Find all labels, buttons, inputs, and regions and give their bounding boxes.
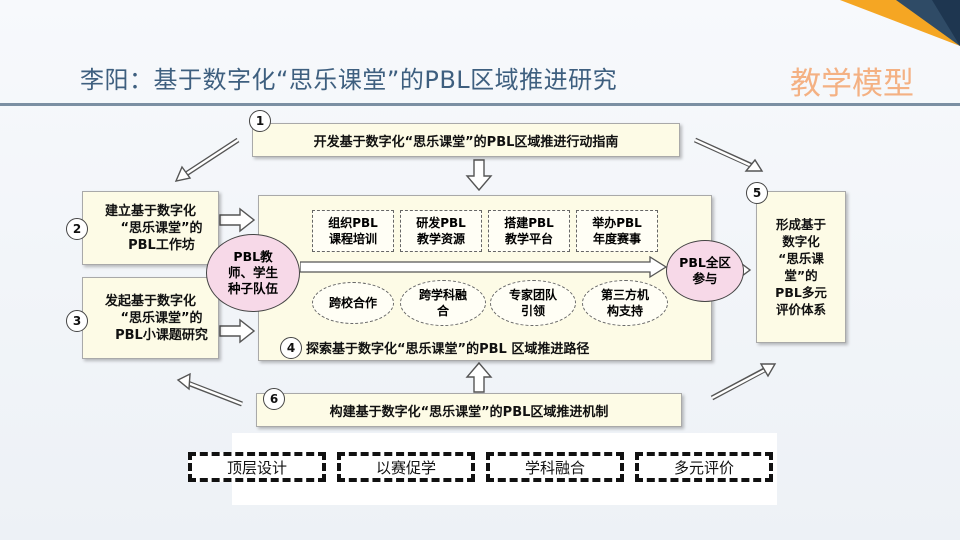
task-label: 组织PBL <box>328 216 378 230</box>
task-annual-contest: 举办PBL 年度赛事 <box>576 210 658 252</box>
task-label: 课程培训 <box>328 232 377 246</box>
support-label: 跨校合作 <box>328 296 377 310</box>
seed-team-line2: 师、学生 <box>227 265 278 280</box>
step2-line1: 建立基于数字化 <box>104 203 196 219</box>
step1-box: 开发基于数字化“思乐课堂”的PBL区域推进行动指南 <box>252 123 680 157</box>
support-third-party: 第三方机 构支持 <box>582 280 668 326</box>
step2-box: 建立基于数字化 “思乐课堂”的 PBL工作坊 <box>82 191 219 265</box>
keyword-discipline-integration: 学科融合 <box>486 452 624 482</box>
seed-team-line3: 种子队伍 <box>227 281 278 296</box>
step6-box: 构建基于数字化“思乐课堂”的PBL区域推进机制 <box>256 393 682 427</box>
step1-number: 1 <box>249 110 271 132</box>
step2-line2: “思乐课堂”的 <box>120 220 203 236</box>
support-label: 引领 <box>520 304 545 318</box>
task-teaching-resources: 研发PBL 教学资源 <box>400 210 482 252</box>
slide-tag: 教学模型 <box>790 66 914 102</box>
step3-line3: PBL小课题研究 <box>115 327 208 343</box>
support-label: 合 <box>436 304 449 318</box>
keyword-top-level-design: 顶层设计 <box>188 452 326 482</box>
step4-caption: 探索基于数字化“思乐课堂”的PBL 区域推进路径 <box>306 342 590 357</box>
step5-line1: 形成基于 <box>775 217 826 232</box>
district-participation-circle: PBL全区 参与 <box>666 240 744 302</box>
step6-text: 构建基于数字化“思乐课堂”的PBL区域推进机制 <box>329 404 609 420</box>
district-line1: PBL全区 <box>679 255 731 270</box>
step3-box: 发起基于数字化 “思乐课堂”的 PBL小课题研究 <box>82 277 219 359</box>
task-course-training: 组织PBL 课程培训 <box>312 210 394 252</box>
task-label: 举办PBL <box>592 216 642 230</box>
slide-title: 李阳：基于数字化“思乐课堂”的PBL区域推进研究 <box>80 66 618 94</box>
support-label: 专家团队 <box>508 288 557 302</box>
keyword-diverse-evaluation: 多元评价 <box>635 452 773 482</box>
support-label: 第三方机 <box>600 288 649 302</box>
support-cross-school: 跨校合作 <box>312 282 394 324</box>
title-divider <box>0 103 960 106</box>
step2-line3: PBL工作坊 <box>128 237 195 253</box>
corner-decoration-dark <box>932 0 960 46</box>
step5-box: 形成基于 数字化 “思乐课 堂”的 PBL多元 评价体系 <box>756 191 846 343</box>
task-label: 搭建PBL <box>504 216 554 230</box>
progress-arrow <box>300 256 668 279</box>
support-label: 跨学科融 <box>418 288 467 302</box>
seed-team-line1: PBL教 <box>233 249 273 264</box>
step5-number: 5 <box>746 182 768 204</box>
step2-number: 2 <box>66 218 88 240</box>
task-label: 研发PBL <box>416 216 466 230</box>
step5-line3: “思乐课 <box>778 251 824 266</box>
support-label: 构支持 <box>606 304 643 318</box>
keyword-contest-promotes-learning: 以赛促学 <box>337 452 475 482</box>
step5-line4: 堂”的 <box>784 268 818 283</box>
task-label: 年度赛事 <box>592 232 641 246</box>
step5-line5: PBL多元 <box>775 285 827 300</box>
step3-number: 3 <box>66 310 88 332</box>
seed-team-circle: PBL教 师、学生 种子队伍 <box>206 234 300 312</box>
step1-text: 开发基于数字化“思乐课堂”的PBL区域推进行动指南 <box>313 134 619 150</box>
support-interdisciplinary: 跨学科融 合 <box>400 280 486 326</box>
step6-number: 6 <box>263 388 285 410</box>
step4-number: 4 <box>280 337 302 359</box>
step5-line6: 评价体系 <box>775 302 826 317</box>
step3-line2: “思乐课堂”的 <box>120 310 203 326</box>
task-label: 教学平台 <box>504 232 553 246</box>
task-teaching-platform: 搭建PBL 教学平台 <box>488 210 570 252</box>
district-line2: 参与 <box>692 271 718 286</box>
support-expert-team: 专家团队 引领 <box>490 280 576 326</box>
step5-line2: 数字化 <box>782 234 820 249</box>
task-label: 教学资源 <box>416 232 465 246</box>
step3-line1: 发起基于数字化 <box>104 293 196 309</box>
